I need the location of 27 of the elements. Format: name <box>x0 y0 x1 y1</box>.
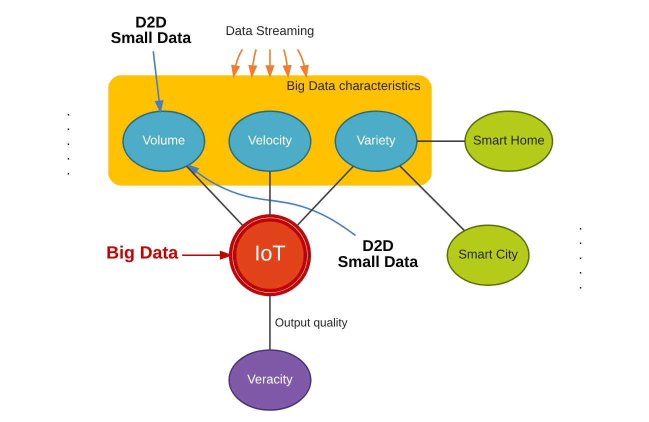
node-text: D2D Small Data <box>338 238 418 271</box>
node-ellipse: Volume <box>122 110 206 172</box>
node-ellipse: Veracity <box>228 349 312 411</box>
arrow <box>182 250 233 260</box>
connector <box>296 166 354 226</box>
arrow <box>282 49 292 78</box>
arrow <box>152 51 164 114</box>
node-ellipse: Smart Home <box>464 110 554 172</box>
node-text: Data Streaming <box>226 22 314 38</box>
node-ellipse: Variety <box>334 110 418 172</box>
connector <box>186 166 244 226</box>
node-ellipse: Smart City <box>446 224 530 286</box>
edge-label: Output quality <box>274 316 348 330</box>
node-ellipse: Velocity <box>228 110 312 172</box>
arrow <box>265 49 274 78</box>
arrow <box>296 49 309 78</box>
arrow <box>248 49 258 78</box>
connector <box>417 140 465 142</box>
connector <box>269 294 271 350</box>
arrow <box>231 49 243 78</box>
node-circle: IoT <box>228 214 311 296</box>
label: . . . . . <box>66 103 70 178</box>
node-text: D2D Small Data <box>110 14 192 48</box>
label: . . . . . <box>578 217 582 292</box>
connector <box>399 165 465 232</box>
node-text: Big Data <box>106 242 178 263</box>
connector <box>269 171 271 216</box>
